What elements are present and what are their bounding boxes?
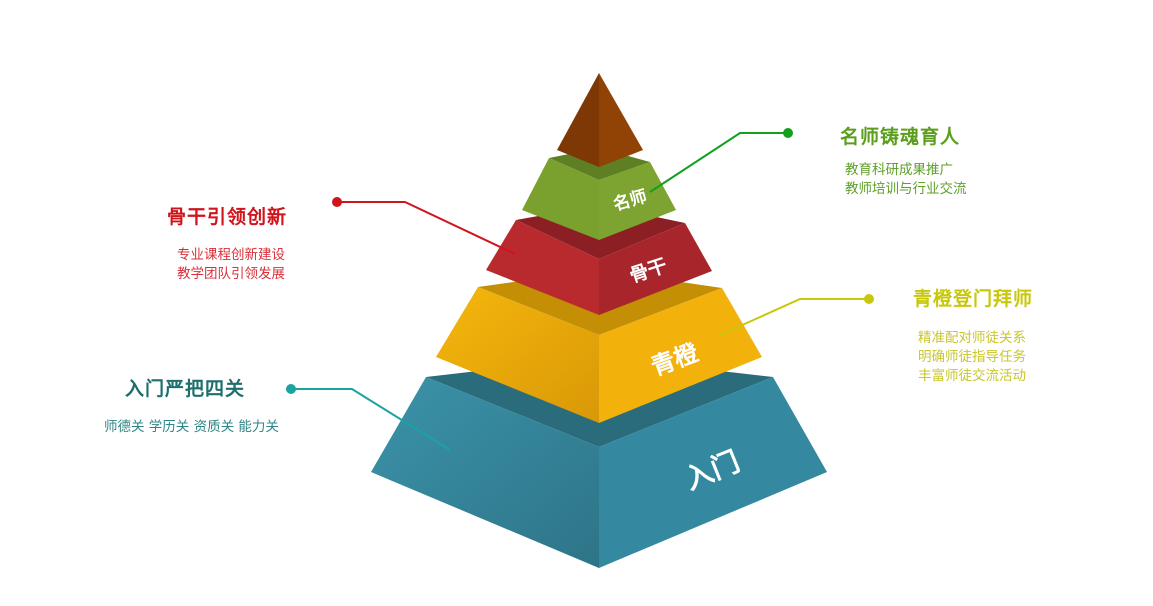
callout-body-gugan: 专业课程创新建设 教学团队引领发展 <box>177 246 285 284</box>
pyramid-apex <box>557 73 643 167</box>
leader-line-gugan <box>332 197 516 255</box>
callout-body-mingshi: 教育科研成果推广 教师培训与行业交流 <box>845 161 967 199</box>
callout-line: 教师培训与行业交流 <box>845 181 967 197</box>
callout-line: 明确师徒指导任务 <box>918 349 1026 365</box>
leader-line-qingcheng <box>717 294 874 337</box>
callout-body-rumen: 师德关 学历关 资质关 能力关 <box>104 418 279 437</box>
leader-line-rumen <box>286 384 451 451</box>
callout-line: 丰富师徒交流活动 <box>918 368 1026 384</box>
callout-line: 师德关 学历关 资质关 能力关 <box>104 419 279 435</box>
callout-title-rumen: 入门严把四关 <box>125 378 246 400</box>
callout-line: 精准配对师徒关系 <box>918 330 1026 346</box>
callout-title-gugan: 骨干引领创新 <box>166 206 287 228</box>
tier-qingcheng: 青橙 <box>436 270 762 423</box>
callout-body-qingcheng: 精准配对师徒关系 明确师徒指导任务 丰富师徒交流活动 <box>918 329 1026 386</box>
callout-line: 教学团队引领发展 <box>177 266 285 282</box>
callout-title-mingshi: 名师铸魂育人 <box>840 126 961 148</box>
callout-line: 教育科研成果推广 <box>845 162 953 178</box>
callout-title-qingcheng: 青橙登门拜师 <box>913 288 1034 310</box>
leader-line-mingshi <box>649 128 793 193</box>
callout-line: 专业课程创新建设 <box>177 247 285 263</box>
